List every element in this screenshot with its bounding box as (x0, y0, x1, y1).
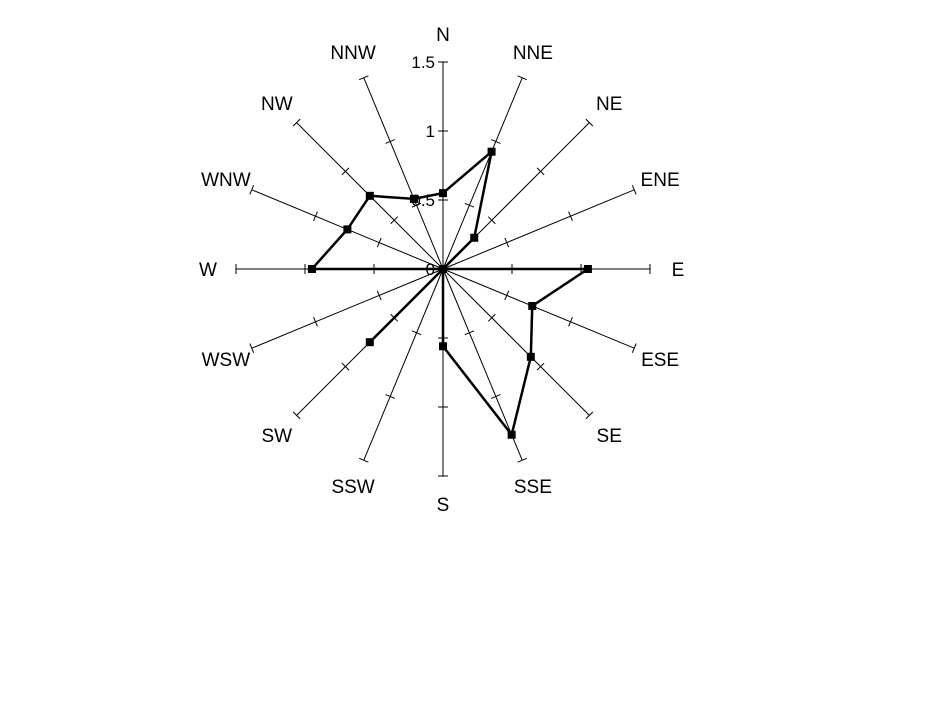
tick-mark (490, 394, 501, 399)
direction-labels: N NNE NE ENE E ESE SE SSE S SSW SW WSW W WNW NW NNW (199, 25, 684, 516)
tick-mark (536, 167, 545, 176)
tick-mark (313, 211, 318, 222)
direction-label-n: N (436, 25, 450, 46)
data-point-w (307, 265, 316, 273)
direction-label-sse: SSE (514, 477, 552, 498)
tick-mark (390, 216, 399, 225)
tick-mark (585, 411, 594, 420)
tick-mark (292, 411, 301, 420)
tick-mark (341, 167, 350, 176)
data-point-sse (507, 430, 516, 439)
direction-label-nnw: NNW (330, 43, 375, 64)
data-point-nne (487, 147, 496, 156)
tick-mark (376, 290, 382, 301)
tick-mark (376, 237, 382, 248)
direction-label-ne: NE (596, 94, 622, 115)
tick-mark (631, 343, 637, 354)
axis-ssw (363, 268, 444, 461)
data-point-wsw (439, 265, 447, 273)
tick-mark (536, 362, 545, 371)
tick-mark (487, 216, 496, 225)
data-point-wnw (343, 225, 352, 234)
tick-mark (358, 457, 369, 463)
data-point-ese (528, 301, 537, 310)
direction-label-nne: NNE (513, 43, 553, 64)
tick-mark (487, 313, 496, 322)
axis-ese (442, 268, 635, 349)
direction-label-sw: SW (261, 426, 292, 447)
data-point-nnw (409, 194, 418, 203)
tick-mark (504, 237, 510, 248)
tick-mark (464, 202, 475, 208)
direction-label-wnw: WNW (201, 170, 251, 191)
tick-mark (568, 316, 573, 327)
data-point-n (439, 189, 447, 198)
data-point-s (439, 342, 447, 351)
direction-label-s: S (437, 495, 450, 516)
direction-label-ene: ENE (641, 170, 680, 191)
data-point-se (526, 352, 535, 361)
axis-sse (442, 268, 523, 461)
radial-axes (235, 61, 651, 477)
axis-wsw (251, 268, 444, 349)
tick-mark (411, 202, 422, 208)
tick-mark (504, 290, 510, 301)
tick-mark (411, 330, 422, 336)
axis-se (442, 268, 590, 416)
direction-label-ssw: SSW (331, 477, 374, 498)
tick-mark (490, 139, 501, 144)
tick-mark (341, 362, 350, 371)
direction-label-w: W (199, 260, 217, 281)
data-point-nw (365, 191, 374, 200)
radial-tick-label: 1.5 (411, 53, 435, 72)
tick-mark (568, 211, 573, 222)
tick-mark (358, 75, 369, 81)
tick-mark (249, 184, 255, 195)
radial-tick-labels: 00.511.5 (411, 53, 435, 279)
direction-label-nw: NW (261, 94, 293, 115)
tick-mark (585, 118, 594, 127)
direction-label-e: E (672, 260, 685, 281)
tick-mark (464, 330, 475, 336)
series-line (309, 148, 593, 438)
tick-mark (313, 316, 318, 327)
direction-label-ese: ESE (641, 350, 679, 371)
direction-label-se: SE (597, 426, 622, 447)
series (307, 147, 593, 439)
axis-nnw (363, 77, 444, 270)
axis-nne (442, 77, 523, 270)
tick-mark (517, 75, 528, 81)
tick-mark (249, 343, 255, 354)
tick-mark (292, 118, 301, 127)
data-point-sw (365, 338, 374, 347)
radial-tick-label: 1 (426, 122, 435, 141)
axis-ene (442, 189, 635, 270)
tick-mark (385, 394, 396, 399)
tick-mark (631, 184, 637, 195)
direction-label-wsw: WSW (202, 350, 251, 371)
data-point-e (583, 265, 592, 273)
data-point-ne (470, 233, 479, 242)
tick-mark (517, 457, 528, 463)
tick-mark (385, 139, 396, 144)
